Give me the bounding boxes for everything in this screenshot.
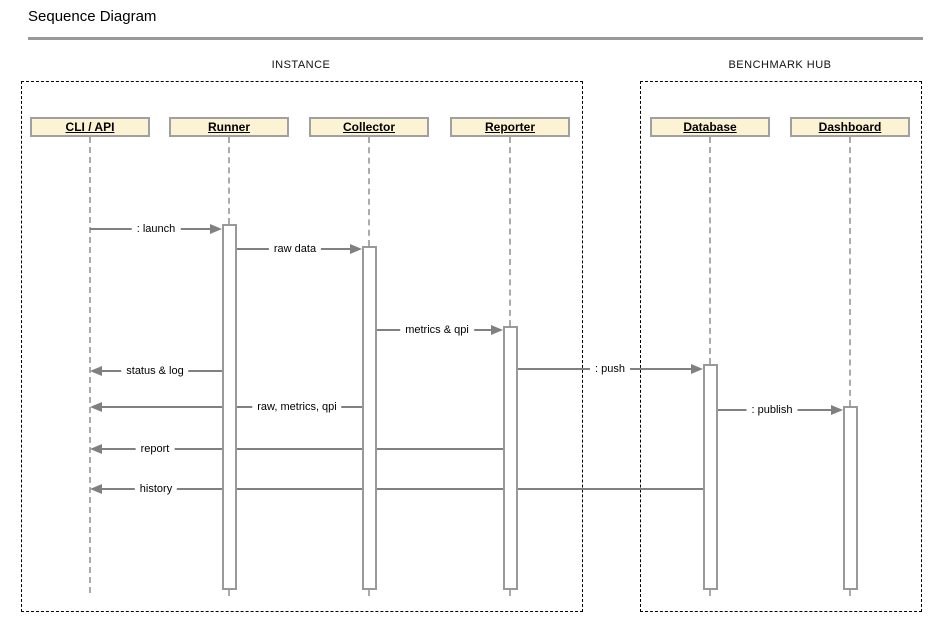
activation-reporter <box>503 326 518 590</box>
lifeline-head-database-label: Database <box>683 120 737 134</box>
activation-runner <box>222 224 237 590</box>
message-label-raw-data: raw data <box>268 242 322 256</box>
lifeline-head-reporter-label: Reporter <box>484 120 535 134</box>
lifeline-head-collector: Collector <box>309 117 429 137</box>
lifeline-cli-api <box>89 137 91 593</box>
message-label-metrics: metrics & qpi <box>400 323 474 337</box>
lifeline-head-reporter: Reporter <box>450 117 570 137</box>
lifeline-runner <box>228 137 230 224</box>
title-divider <box>28 37 923 40</box>
arrowhead-status <box>90 366 102 376</box>
arrowhead-push <box>691 364 703 374</box>
lifeline-stub-database <box>709 590 711 596</box>
lifeline-stub-reporter <box>509 590 511 596</box>
message-label-status: status & log <box>121 364 189 378</box>
lifeline-head-cli-api: CLI / API <box>30 117 150 137</box>
lifeline-head-dashboard: Dashboard <box>790 117 910 137</box>
lifeline-head-database: Database <box>650 117 770 137</box>
message-label-raw-all: raw, metrics, qpi <box>252 400 342 414</box>
lifeline-stub-collector <box>368 590 370 596</box>
message-label-launch: : launch <box>131 222 181 236</box>
lifeline-stub-dashboard <box>849 590 851 596</box>
arrowhead-metrics <box>491 325 503 335</box>
message-label-report: report <box>135 442 175 456</box>
message-label-history: history <box>134 482 178 496</box>
arrowhead-publish <box>831 405 843 415</box>
lifeline-head-runner: Runner <box>169 117 289 137</box>
message-label-push: : push <box>590 362 630 376</box>
lifeline-stub-runner <box>228 590 230 596</box>
lifeline-head-cli-api-label: CLI / API <box>65 120 115 134</box>
arrowhead-launch <box>210 224 222 234</box>
lifeline-dashboard <box>849 137 851 406</box>
frame-instance <box>21 81 583 612</box>
lifeline-head-collector-label: Collector <box>342 120 395 134</box>
message-label-publish: : publish <box>746 403 798 417</box>
frame-benchmark-hub <box>640 81 922 612</box>
arrowhead-raw-all <box>90 402 102 412</box>
activation-collector <box>362 246 377 590</box>
lifeline-reporter <box>509 137 511 326</box>
lifeline-collector <box>368 137 370 246</box>
activation-database <box>703 364 718 590</box>
frame-label-instance: INSTANCE <box>271 59 331 71</box>
message-line-history <box>102 488 703 490</box>
lifeline-head-dashboard-label: Dashboard <box>818 120 882 134</box>
message-line-report <box>102 448 503 450</box>
lifeline-database <box>709 137 711 364</box>
lifeline-head-runner-label: Runner <box>208 120 250 134</box>
activation-dashboard <box>843 406 858 590</box>
arrowhead-report <box>90 444 102 454</box>
arrowhead-raw-data <box>350 244 362 254</box>
frame-label-benchmark-hub: BENCHMARK HUB <box>728 59 832 71</box>
page-title: Sequence Diagram <box>28 8 157 25</box>
arrowhead-history <box>90 484 102 494</box>
